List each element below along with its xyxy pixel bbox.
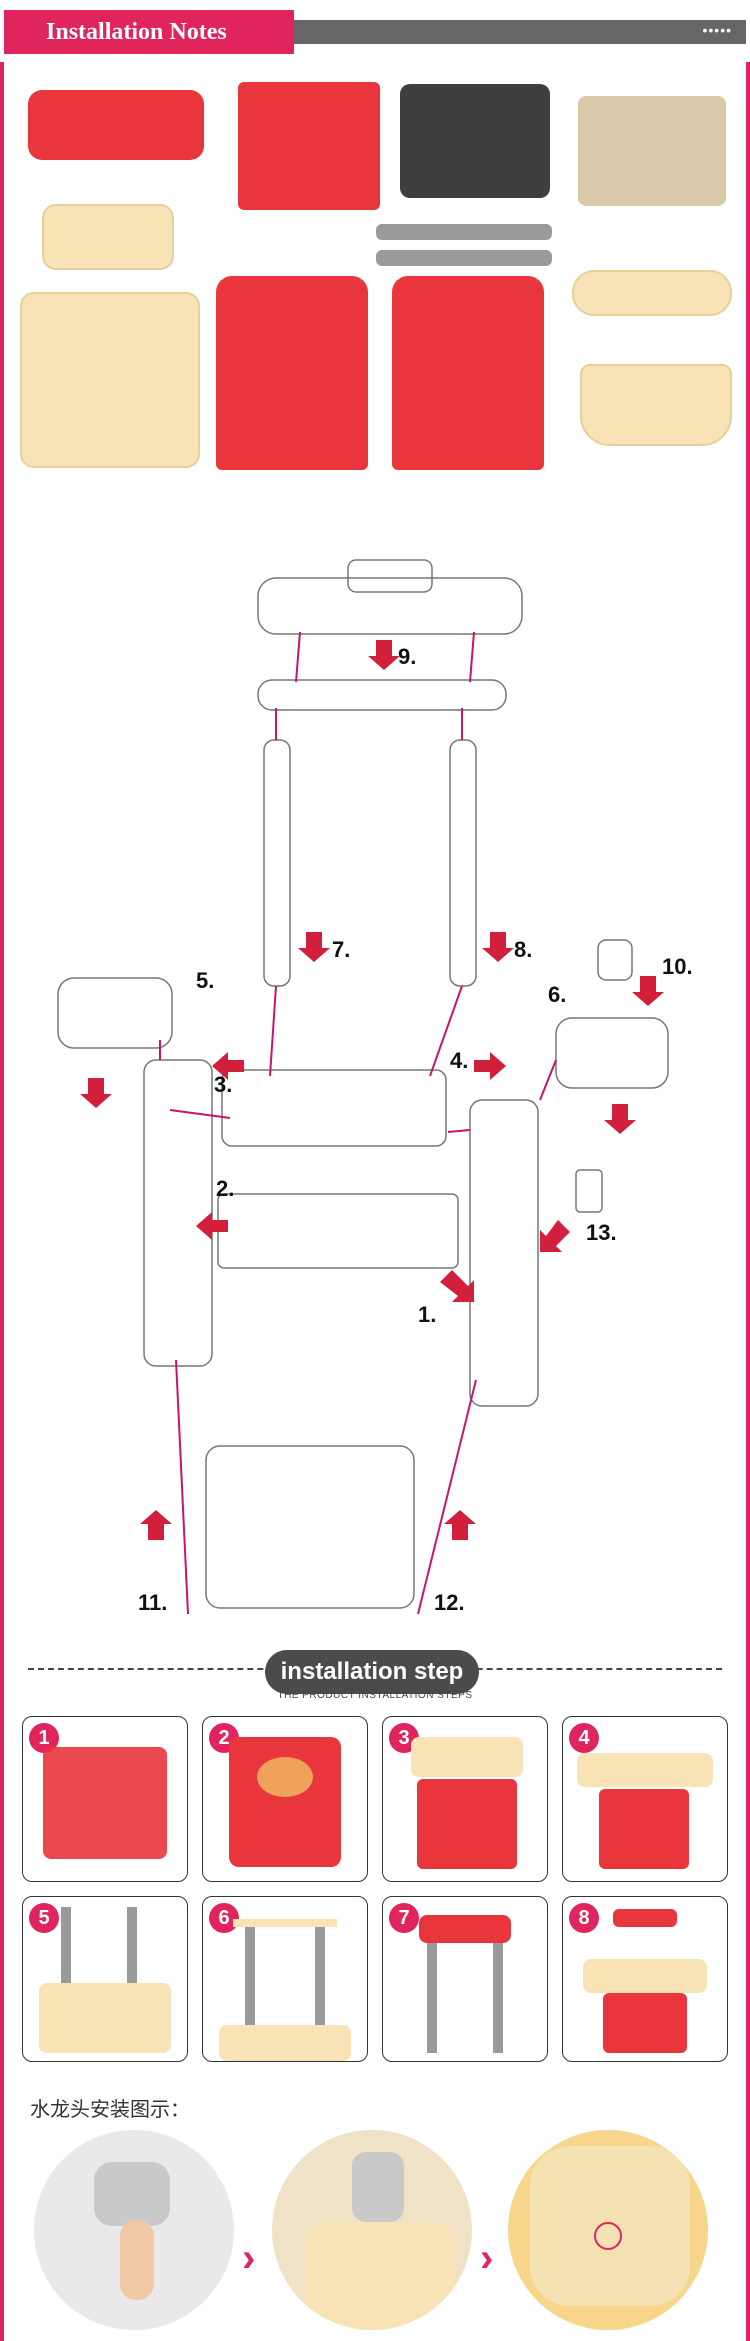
diagram-label-2: 2. — [216, 1176, 235, 1201]
header-rule — [294, 20, 746, 44]
exploded-diagram-drawing — [57, 559, 669, 1615]
step-card-2: 2 — [202, 1716, 368, 1882]
part-accessory-bag — [578, 96, 726, 206]
step-number-5: 5 — [29, 1903, 59, 1933]
diagram-label-1: 1. — [418, 1302, 437, 1327]
step-number-6: 6 — [209, 1903, 239, 1933]
step-card-6: 6 — [202, 1896, 368, 2062]
chevron-right-icon-1: › — [242, 2236, 256, 2280]
part-red-side-right — [392, 276, 544, 470]
chevron-right-icon-2: › — [480, 2236, 494, 2280]
step-card-7: 7 — [382, 1896, 548, 2062]
faucet-image-3 — [508, 2130, 708, 2330]
step-card-3: 3 — [382, 1716, 548, 1882]
diagram-label-10: 10. — [662, 954, 693, 979]
part-red-side-left — [216, 276, 368, 470]
part-pole-2 — [376, 250, 552, 266]
step-card-5: 5 — [22, 1896, 188, 2062]
step-card-1: 1 — [22, 1716, 188, 1882]
diagram-label-4: 4. — [450, 1048, 469, 1073]
right-border — [746, 0, 750, 2341]
left-border — [0, 0, 4, 2341]
exploded-diagram: 9. 7. 8. 5. 6. 10. 3. 4. 2. 13. 1. 11. 1… — [0, 540, 750, 1640]
steps-subtitle: THE PRODUCT INSTALLATION STEPS — [277, 1690, 473, 1701]
diagram-label-7: 7. — [332, 937, 351, 962]
steps-title: installation step — [265, 1650, 479, 1694]
part-cream-stove-top — [20, 292, 200, 468]
diagram-label-3: 3. — [214, 1072, 233, 1097]
part-cream-sink — [42, 204, 174, 270]
step-number-8: 8 — [569, 1903, 599, 1933]
parts-overview — [20, 78, 732, 488]
step-number-4: 4 — [569, 1723, 599, 1753]
part-cream-tray — [580, 364, 732, 446]
header: Installation Notes ••••• — [0, 0, 750, 62]
diagram-label-9: 9. — [398, 644, 417, 669]
part-top-red-lid — [28, 90, 204, 160]
diagram-label-5: 5. — [196, 968, 215, 993]
part-dark-oven-door — [400, 84, 550, 198]
step-card-8: 8 — [562, 1896, 728, 2062]
step-card-4: 4 — [562, 1716, 728, 1882]
part-pole-1 — [376, 224, 552, 240]
faucet-image-2 — [272, 2130, 472, 2330]
step-number-7: 7 — [389, 1903, 419, 1933]
header-dots: ••••• — [702, 22, 732, 38]
part-red-shelf-panel — [238, 82, 380, 210]
diagram-label-13: 13. — [586, 1220, 617, 1245]
diagram-label-8: 8. — [514, 937, 533, 962]
faucet-section-title: 水龙头安装图示： — [30, 2097, 190, 2121]
part-cream-bracket — [572, 270, 732, 316]
diagram-label-11: 11. — [138, 1590, 168, 1615]
page-title: Installation Notes — [4, 10, 294, 54]
faucet-image-1 — [34, 2130, 234, 2330]
diagram-label-12: 12. — [434, 1590, 465, 1615]
diagram-label-6: 6. — [548, 982, 567, 1007]
